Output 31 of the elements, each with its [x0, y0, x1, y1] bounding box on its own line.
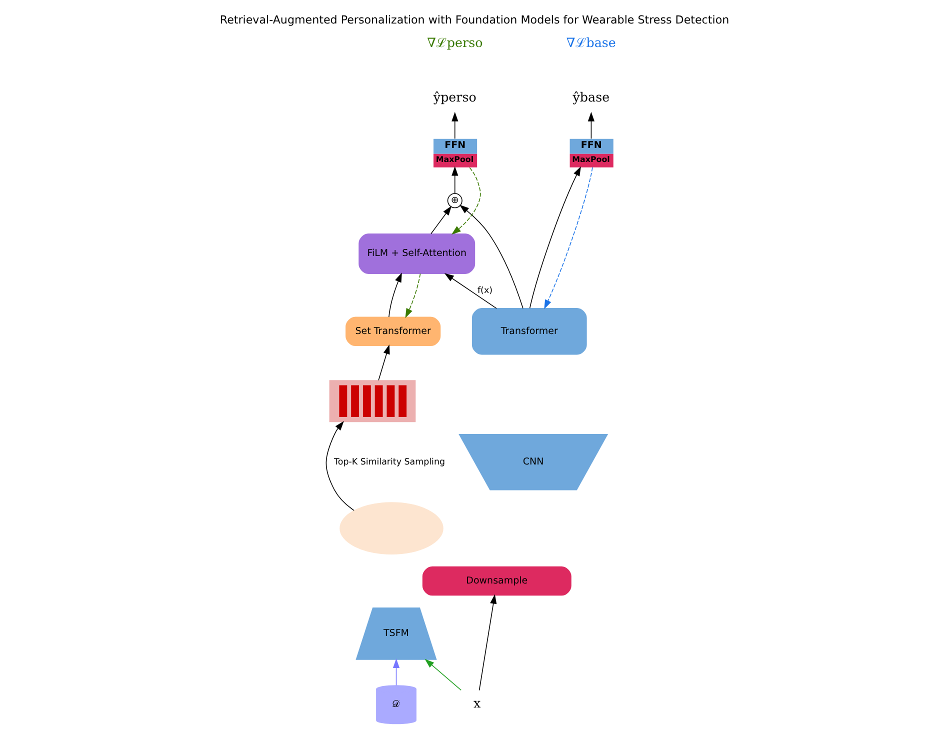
- node-box: [328, 380, 416, 422]
- node-box: FiLM + Self-Attention: [358, 234, 475, 274]
- arrow: [587, 112, 594, 140]
- arrow: [451, 112, 458, 140]
- node-ellipse: [339, 502, 443, 554]
- arrow: [451, 166, 458, 194]
- arrow: [528, 166, 580, 309]
- arrow: [430, 206, 452, 234]
- arrow: [478, 594, 496, 691]
- arrow: [450, 167, 480, 235]
- diagram-title: Retrieval-Augmented Personalization with Foundation Models for Wearable Stress Detection: [219, 13, 729, 26]
- arrow: [378, 344, 390, 381]
- node-box: Set Transformer: [345, 316, 440, 346]
- node-circle: ⊕: [446, 193, 462, 208]
- node-box: Downsample: [422, 566, 571, 596]
- arrow: [388, 272, 402, 318]
- arrow: [458, 204, 523, 309]
- arrow: [424, 658, 461, 691]
- edge-label: Top-K Similarity Sampling: [334, 457, 444, 468]
- node-text: ŷbase: [572, 89, 610, 104]
- node-text: x: [473, 696, 480, 711]
- arrow: [325, 421, 354, 511]
- arrow: [444, 273, 496, 309]
- arrow: [392, 658, 400, 686]
- label: ∇ℒbase: [566, 34, 616, 50]
- label: ∇ℒperso: [426, 34, 482, 50]
- edge-label: f(x): [477, 286, 492, 296]
- node-text: ŷperso: [432, 89, 476, 104]
- arrow: [544, 167, 592, 310]
- arrow: [404, 273, 420, 318]
- node-box: Transformer: [471, 308, 586, 355]
